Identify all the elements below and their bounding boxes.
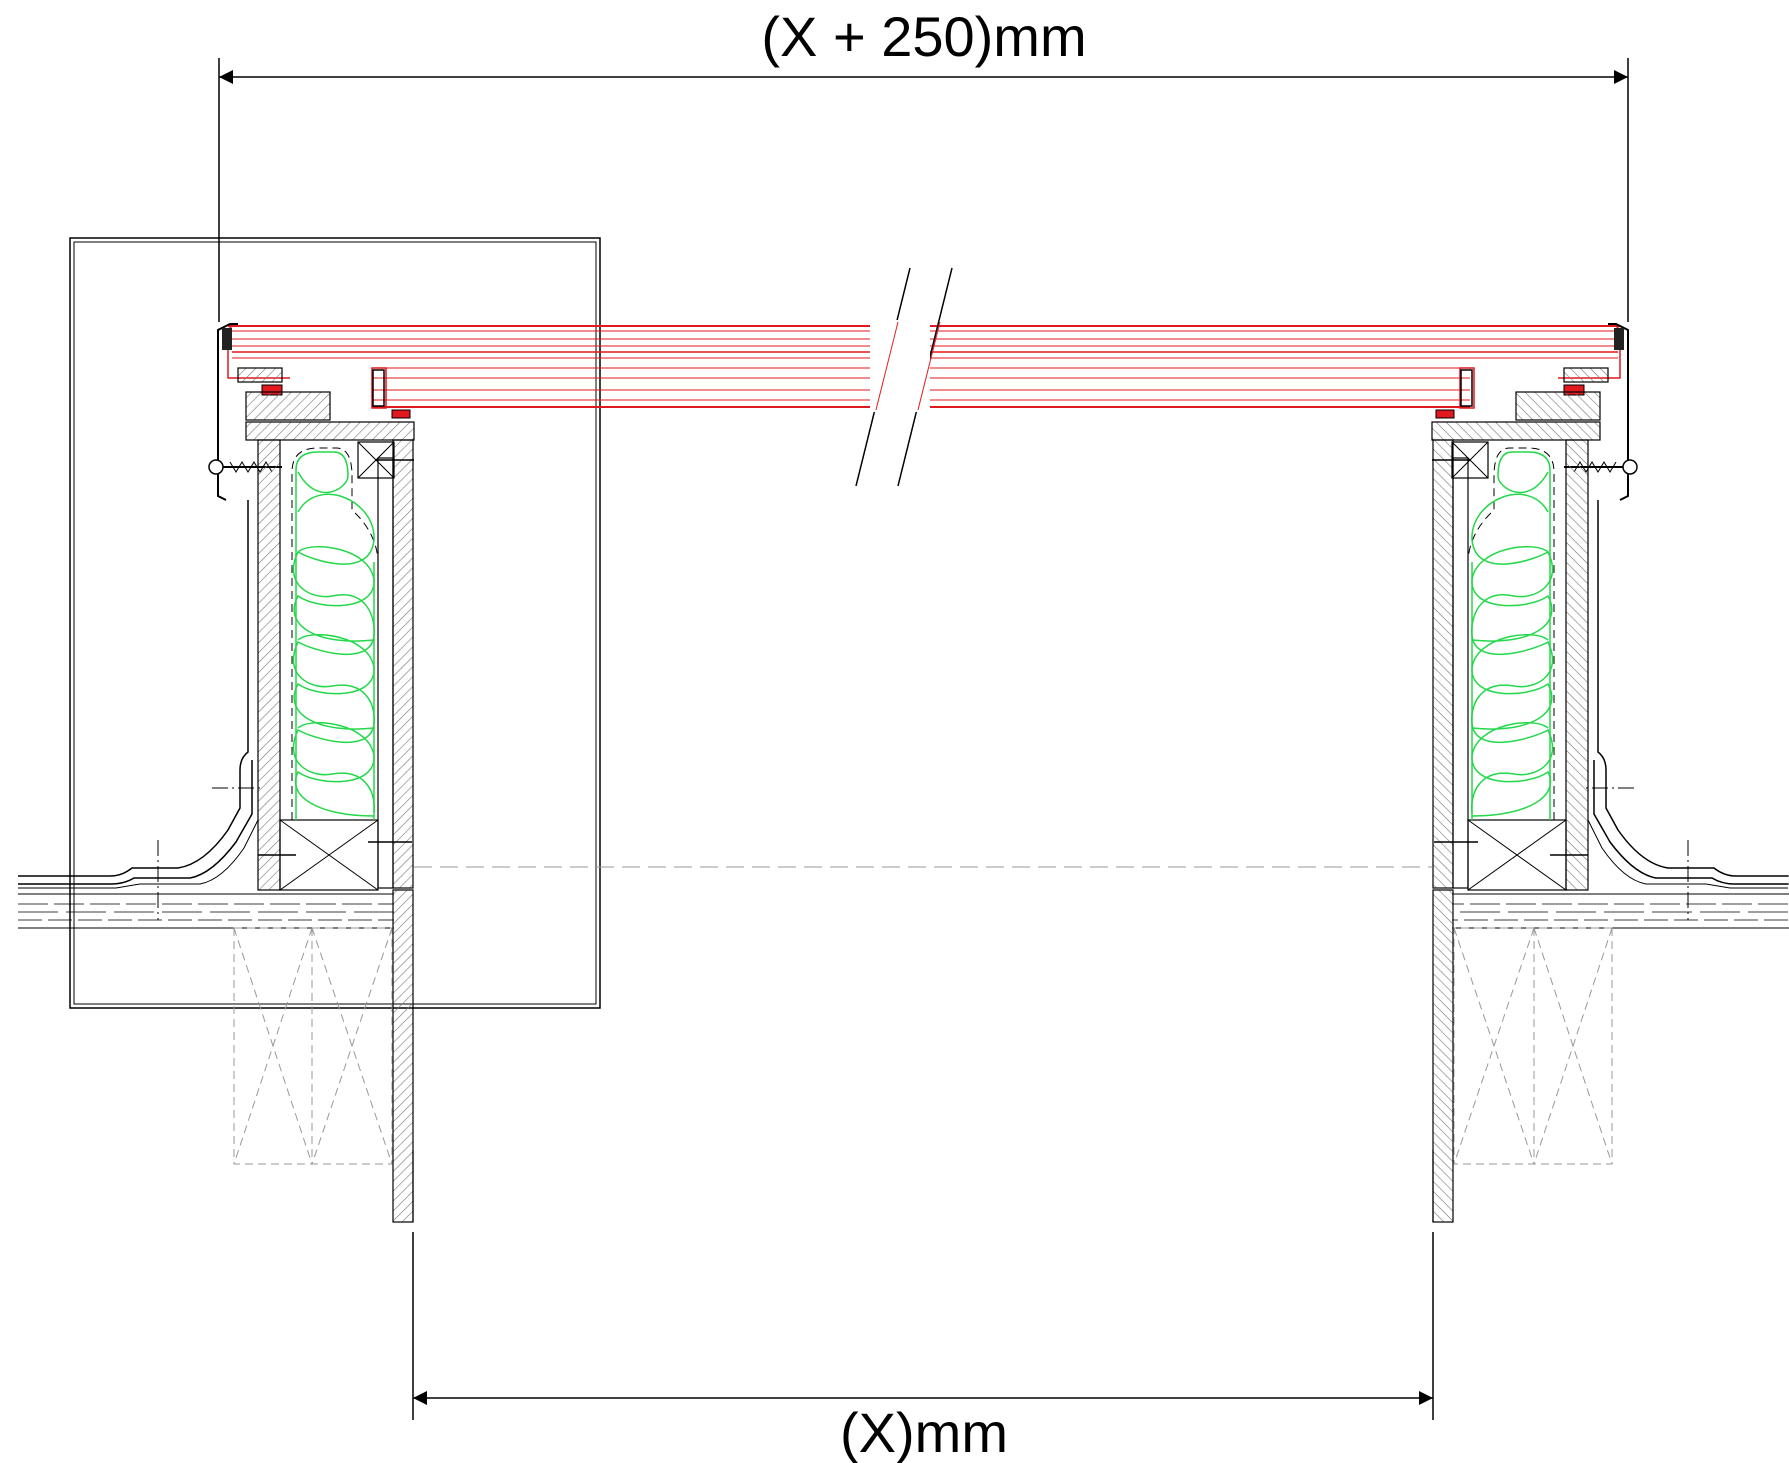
left-outer-board — [257, 439, 281, 891]
left-timber-cap — [245, 421, 415, 441]
left-inner-liner — [392, 439, 414, 889]
left-lower-lining — [392, 889, 414, 1223]
left-frame-top — [245, 391, 331, 421]
detail-frame-inner — [73, 241, 597, 1005]
left-insulation — [292, 451, 376, 820]
left-capping — [217, 323, 238, 501]
spacer-bar-left — [372, 369, 385, 407]
top-dimension: (X + 250)mm — [218, 5, 1629, 322]
spacer-bar-right — [1460, 369, 1473, 407]
detail-frame-outer — [69, 237, 601, 1009]
top-dim-label: (X + 250)mm — [761, 5, 1086, 68]
left-inner-board — [377, 457, 394, 889]
break-gap — [870, 320, 930, 412]
bottom-dimension: (X)mm — [412, 1232, 1434, 1463]
left-flashing — [18, 500, 249, 877]
right-kerb — [1431, 323, 1788, 1223]
right-roof-deck-edge — [1730, 875, 1789, 929]
left-insulation-outline — [291, 447, 379, 820]
left-kerb — [18, 323, 415, 1223]
left-gasket — [237, 367, 283, 383]
bottom-dim-label: (X)mm — [840, 1401, 1008, 1463]
